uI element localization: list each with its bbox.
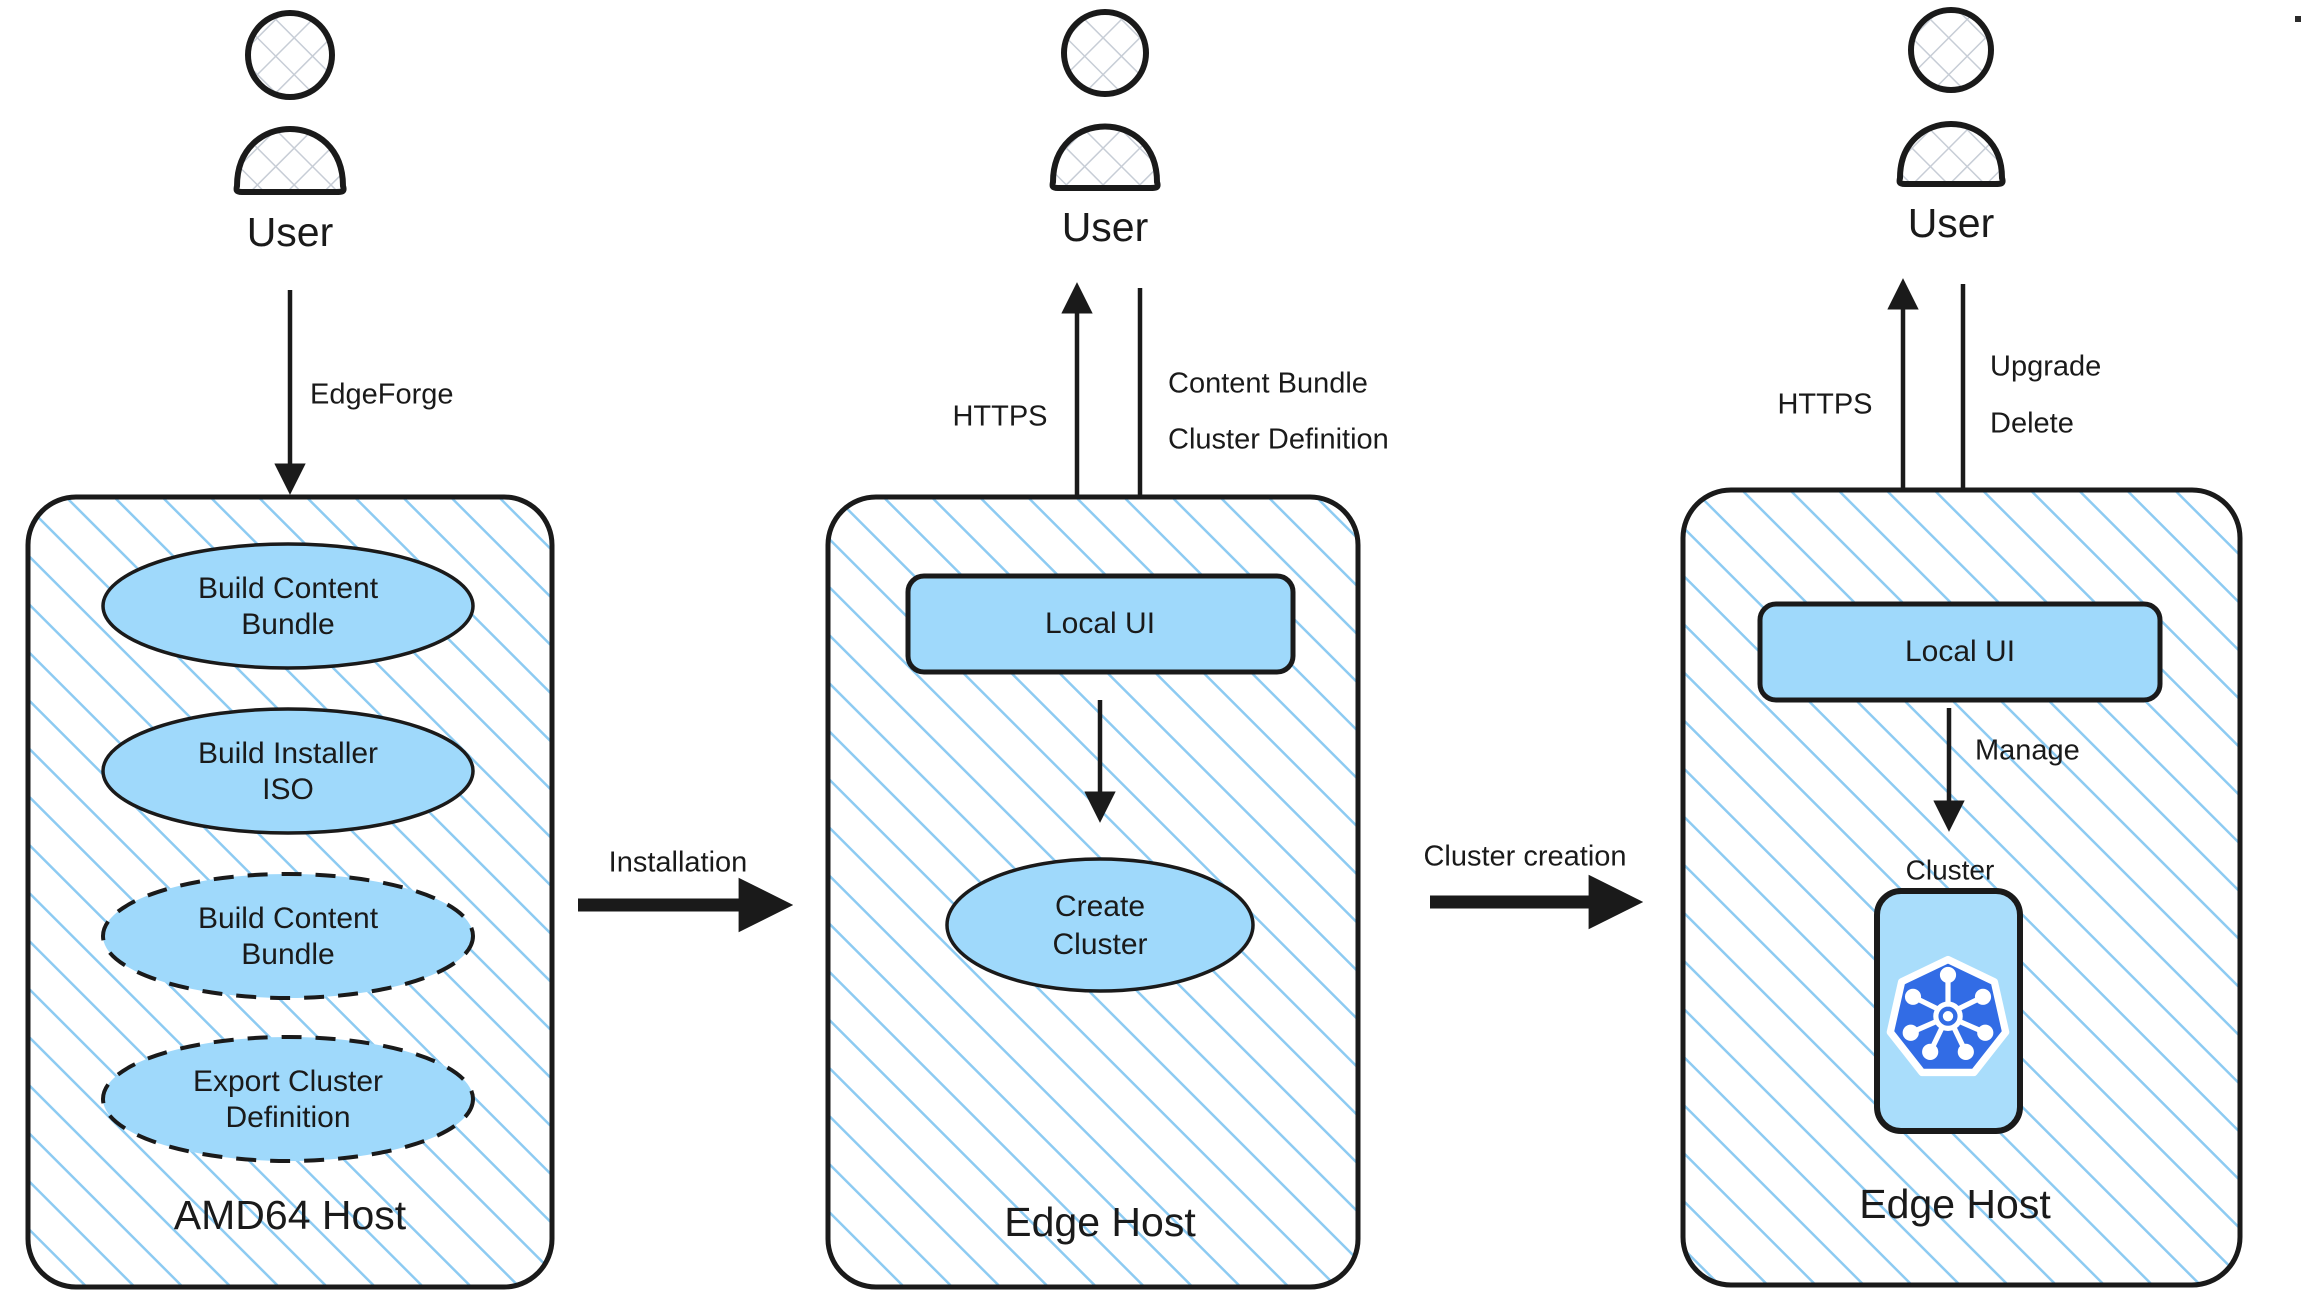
actor-left: User — [233, 10, 347, 255]
edge-edgeforge: EdgeForge — [274, 290, 454, 495]
connector-installation: Installation — [578, 847, 794, 933]
node-label-line1: Build Content — [198, 902, 379, 935]
edge-label-line2: Cluster Definition — [1168, 424, 1389, 456]
connector-cluster-creation: Cluster creation — [1423, 841, 1644, 930]
edge-label-edgeforge: EdgeForge — [310, 379, 454, 411]
node-local-ui-2: Local UI — [1757, 601, 2163, 703]
node-build-installer-iso: Build Installer ISO — [101, 707, 475, 835]
node-build-content-bundle-1: Build Content Bundle — [101, 542, 475, 670]
actor-middle: User — [1049, 9, 1161, 250]
node-local-ui-1: Local UI — [905, 573, 1296, 675]
node-label-cluster: Cluster — [1906, 854, 1995, 885]
actor-label: User — [1908, 200, 1995, 246]
actor-label: User — [247, 209, 334, 255]
stage-edge-host-manage: User HTTPS Upgrade Delete Local UI — [1680, 7, 2243, 1288]
host-label-amd64: AMD64 Host — [174, 1192, 407, 1238]
node-label-line2: Cluster — [1052, 928, 1147, 961]
node-label-line1: Create — [1055, 890, 1145, 923]
canvas-speck — [2295, 16, 2301, 22]
stage-edge-host-install: User HTTPS Content Bundle Cluster Defini… — [825, 9, 1389, 1290]
stage-amd64-host: User EdgeForge Build Content Bundle Buil… — [25, 10, 555, 1290]
node-label-line1: Build Installer — [198, 737, 378, 770]
node-create-cluster: Create Cluster — [945, 857, 1255, 993]
node-export-cluster-definition: Export Cluster Definition — [101, 1035, 475, 1163]
edge-label-https: HTTPS — [952, 401, 1047, 433]
actor-right: User — [1896, 7, 2006, 246]
node-label-line2: Bundle — [241, 608, 334, 641]
edge-label-manage: Manage — [1975, 735, 2080, 767]
node-label: Local UI — [1045, 607, 1155, 640]
user-icon — [1049, 9, 1161, 191]
edge-label-line1: Content Bundle — [1168, 368, 1368, 400]
edge-label-line1: Upgrade — [1990, 351, 2101, 383]
kubernetes-icon — [1886, 955, 2010, 1077]
connector-label-cluster-creation: Cluster creation — [1423, 841, 1626, 873]
edge-label-line2: Delete — [1990, 408, 2074, 440]
node-label-line2: Bundle — [241, 938, 334, 971]
node-label: Local UI — [1905, 635, 2015, 668]
user-icon — [233, 10, 347, 195]
node-label-line2: ISO — [262, 773, 314, 806]
user-icon — [1896, 7, 2006, 187]
connector-label-installation: Installation — [609, 847, 748, 879]
actor-label: User — [1062, 204, 1149, 250]
host-label-edge-install: Edge Host — [1004, 1199, 1196, 1245]
host-label-edge-manage: Edge Host — [1859, 1181, 2051, 1227]
edge-label-https: HTTPS — [1777, 389, 1872, 421]
node-cluster — [1874, 888, 2023, 1134]
node-label-line1: Export Cluster — [193, 1065, 383, 1098]
node-label-line2: Definition — [225, 1101, 350, 1134]
edge-manage: Manage — [1933, 708, 2080, 832]
node-label-line1: Build Content — [198, 572, 379, 605]
node-build-content-bundle-2: Build Content Bundle — [101, 872, 475, 1000]
